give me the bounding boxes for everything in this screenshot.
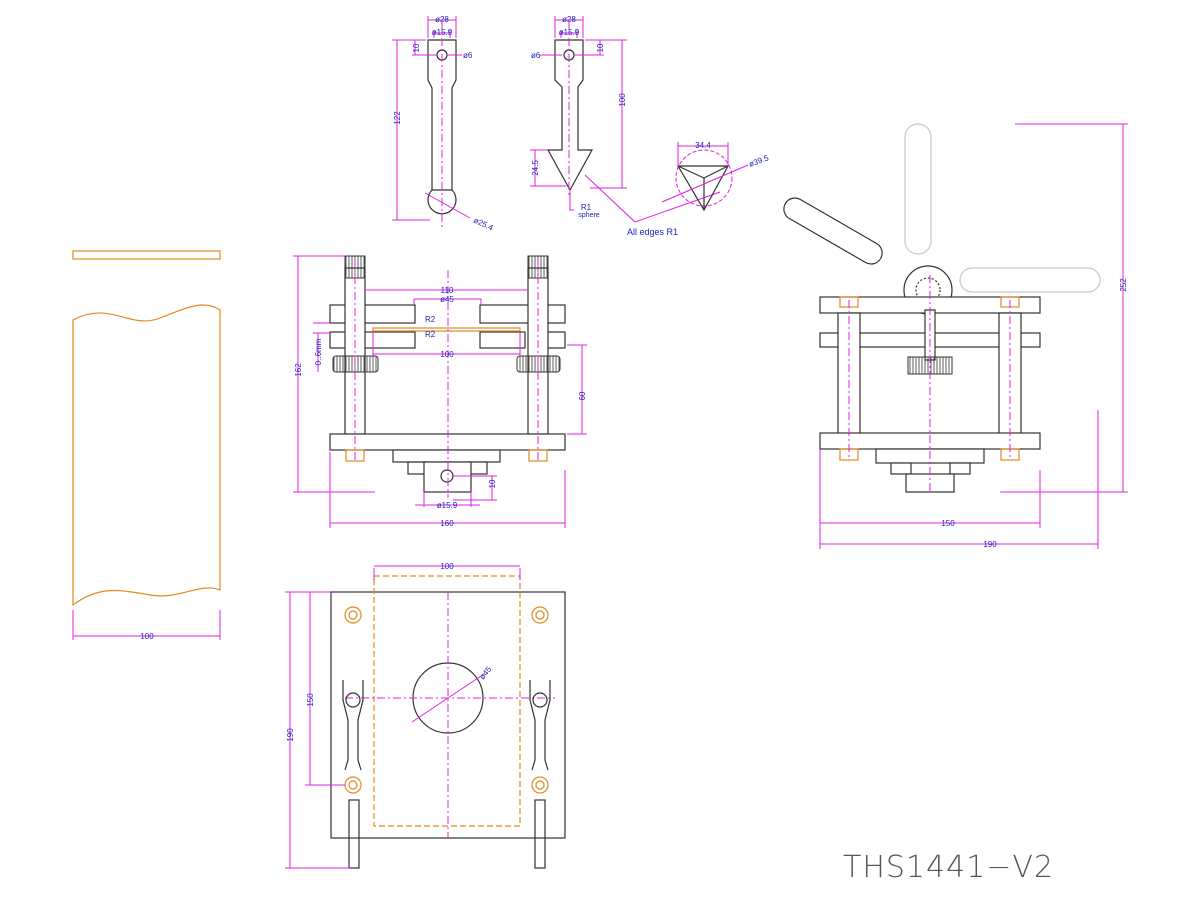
- dim-tip-offset: 10: [488, 479, 497, 488]
- dim-front-width: 160: [440, 519, 454, 528]
- dim-sample-width-front: 100: [440, 350, 454, 359]
- dim-ball-pin-hole: ø6: [463, 51, 473, 60]
- dim-front-height: 162: [294, 363, 303, 377]
- dim-ball-pin-bore: ø15.9: [432, 28, 453, 37]
- dim-ball-dia: ø25.4: [472, 216, 495, 233]
- dim-post-spacing: 110: [441, 286, 454, 295]
- dim-radius-top: R2: [425, 315, 436, 324]
- dim-plan-inner-height: 150: [306, 693, 315, 707]
- plan-view: 100 ø45 150 190: [285, 562, 566, 869]
- dim-cone-end-width: 34.4: [695, 141, 711, 150]
- dim-cone-end-circle: ø39.5: [748, 153, 771, 169]
- dim-ball-pin-offset: 10: [412, 43, 421, 52]
- dim-cone-pin-bore: ø15.9: [559, 28, 580, 37]
- dim-cone-height: 24.5: [531, 160, 540, 176]
- side-view: 252 150 190: [783, 123, 1128, 549]
- dim-cone-pin-head: ø28: [562, 15, 576, 24]
- edges-note: All edges R1: [627, 227, 678, 237]
- dim-side-inner-width: 150: [941, 519, 955, 528]
- sample-view: 100: [72, 250, 221, 641]
- dim-side-outer-width: 190: [983, 540, 997, 549]
- dim-cone-pin-hole: ø6: [531, 51, 541, 60]
- dim-radius-bottom: R2: [425, 330, 436, 339]
- dim-cone-tip-radius: R1: [581, 203, 592, 212]
- cone-pin-view: ø28 ø15.9 ø6 10 100 24.5 R1 sphere: [530, 15, 721, 223]
- dim-tip-dia: ø15.9: [437, 501, 458, 510]
- dim-plan-opening: ø45: [478, 665, 494, 682]
- dim-ball-pin-length: 122: [393, 111, 402, 125]
- dim-plate-gap: 60: [578, 391, 587, 400]
- dim-cone-tip-note: sphere: [578, 212, 600, 219]
- dim-plan-sample-width: 100: [440, 562, 454, 571]
- ball-pin-view: ø28 ø15.9 ø6 10 122 ø25.4: [392, 15, 495, 233]
- dim-cone-pin-offset: 10: [596, 43, 605, 52]
- dim-side-height: 252: [1119, 278, 1128, 292]
- dim-opening-dia: ø45: [440, 295, 454, 304]
- dim-cone-pin-length: 100: [618, 93, 627, 107]
- drawing-title: THS1441−V2: [843, 850, 1054, 885]
- cone-end-view: 34.4 ø39.5 All edges R1: [627, 141, 770, 237]
- dim-gap: 0..6mm: [314, 338, 323, 365]
- dim-sample-width: 100: [140, 632, 154, 641]
- front-view: 162 110 ø45 R2 R2 100 0..6mm 60 160 10 ø…: [293, 255, 587, 528]
- dim-plan-outer-height: 190: [286, 728, 295, 742]
- clamp-right: [529, 680, 551, 869]
- clamp-left: [342, 680, 364, 869]
- dim-ball-pin-head: ø28: [435, 15, 449, 24]
